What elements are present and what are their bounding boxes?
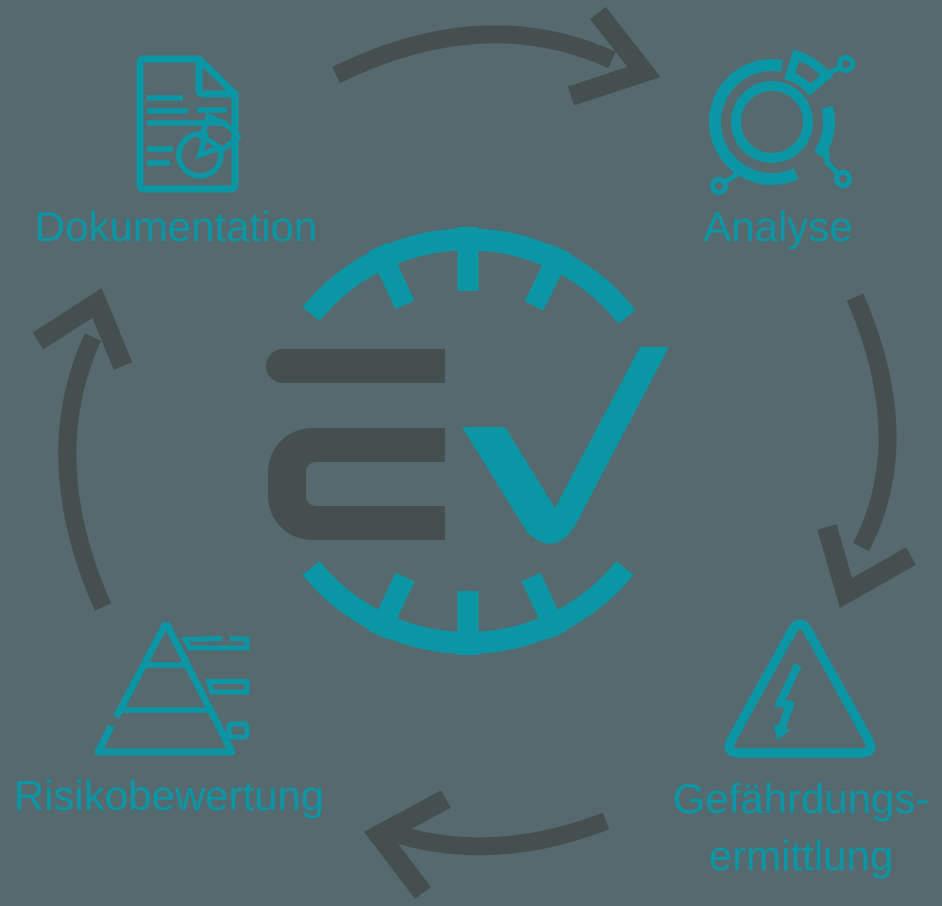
risk-pyramid-icon: [94, 621, 250, 756]
node-bottom-right-icon: [834, 170, 852, 188]
logo-letter-e: [266, 349, 445, 540]
arrow-left-clockwise-icon: [32, 288, 133, 611]
lightning-bolt-icon: [773, 663, 802, 740]
node-bottom-left-icon: [710, 177, 728, 195]
arrow-right-clockwise-icon: [817, 293, 916, 608]
ev-logo: [266, 227, 669, 655]
gauge-ring-icon: [302, 227, 636, 655]
label-gefaehrdungs-line2: ermittlung: [708, 832, 894, 879]
label-risikobewertung: Risikobewertung: [13, 772, 325, 819]
arrow-bottom-clockwise-icon: [363, 790, 610, 900]
label-analyse: Analyse: [703, 203, 853, 250]
pyramid-level-tags-icon: [180, 636, 250, 740]
report-document-icon: [136, 55, 241, 193]
node-top-right-icon: [837, 55, 855, 73]
arrow-top-clockwise-icon: [332, 6, 661, 106]
label-gefaehrdungs-line1: Gefährdungs-: [672, 775, 930, 822]
high-voltage-warning-icon: [724, 619, 876, 758]
label-dokumentation: Dokumentation: [34, 203, 318, 250]
label-gefaehrdungsermittlung: Gefährdungs- ermittlung: [673, 770, 930, 884]
data-analysis-donut-icon: [709, 50, 855, 195]
logo-letter-v-checkmark: [462, 347, 669, 544]
